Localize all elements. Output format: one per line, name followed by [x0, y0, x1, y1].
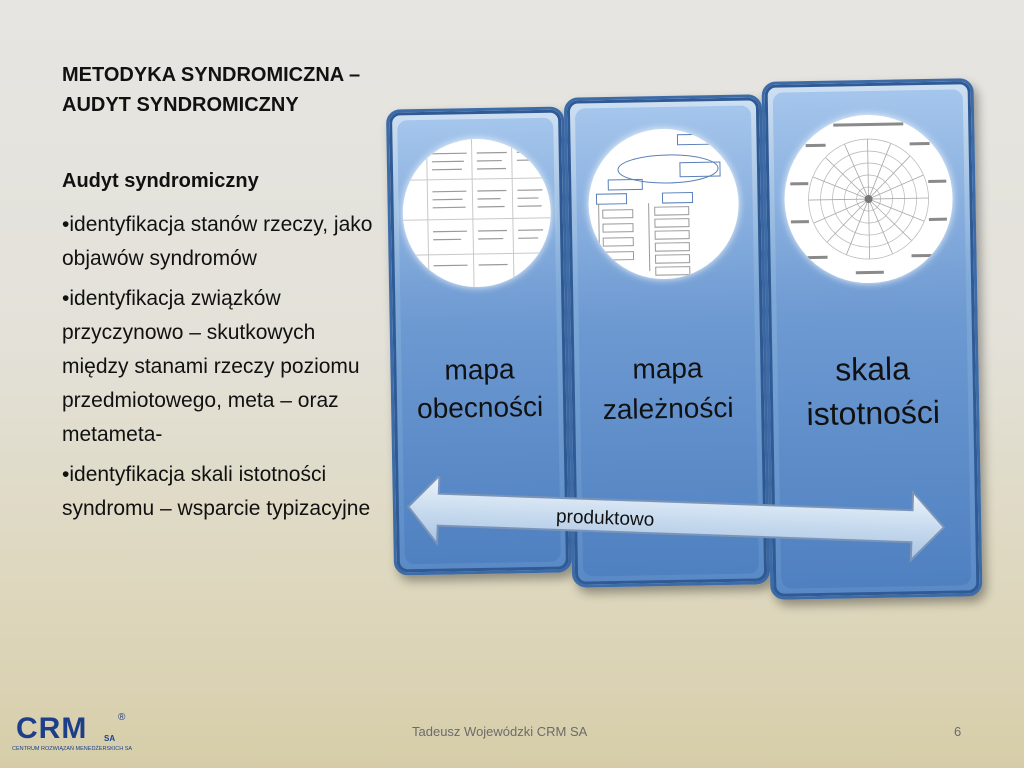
diagram-thumbnail: [587, 127, 740, 281]
card-label-line2: zależności: [602, 391, 734, 426]
card-label: mapa obecności: [393, 349, 566, 428]
card-mapa-obecnosci: mapa obecności: [385, 106, 573, 576]
bullet-list: •identyfikacja stanów rzeczy, jako objaw…: [62, 208, 382, 532]
slide-title: METODYKA SYNDROMICZNA – AUDYT SYNDROMICZ…: [62, 64, 361, 116]
card-label-line1: mapa: [444, 353, 515, 386]
card-label-line2: istotności: [806, 393, 941, 433]
crm-logo: CRM SA ® CENTRUM ROZWIĄZAŃ MENEDŻERSKICH…: [12, 712, 136, 756]
section-subtitle: Audyt syndromiczny: [62, 170, 259, 192]
card-label-line1: skala: [834, 350, 911, 388]
arrow-label: produktowo: [555, 506, 655, 531]
card-skala-istotnosci: skala istotności: [761, 78, 983, 600]
bullet-item: •identyfikacja skali istotności syndromu…: [62, 463, 371, 520]
logo-caption: CENTRUM ROZWIĄZAŃ MENEDŻERSKICH SA: [12, 746, 133, 752]
footer-author: Tadeusz Wojewódzki CRM SA: [412, 724, 588, 739]
double-arrow: [407, 476, 946, 563]
card-label: mapa zależności: [571, 347, 764, 430]
logo-sa: SA: [104, 734, 116, 743]
logo-text: CRM: [16, 712, 88, 745]
logo-registered: ®: [118, 712, 126, 723]
bullet-item: •identyfikacja związków przyczynowo – sk…: [62, 287, 360, 446]
card-label-line1: mapa: [632, 352, 703, 385]
card-label: skala istotności: [769, 345, 977, 437]
bullet-item: •identyfikacja stanów rzeczy, jako objaw…: [62, 213, 373, 270]
card-mapa-zaleznosci: mapa zależności: [563, 94, 771, 588]
card-label-line2: obecności: [416, 390, 544, 425]
radar-scale-thumbnail: [783, 113, 955, 285]
page-number: 6: [954, 724, 962, 739]
